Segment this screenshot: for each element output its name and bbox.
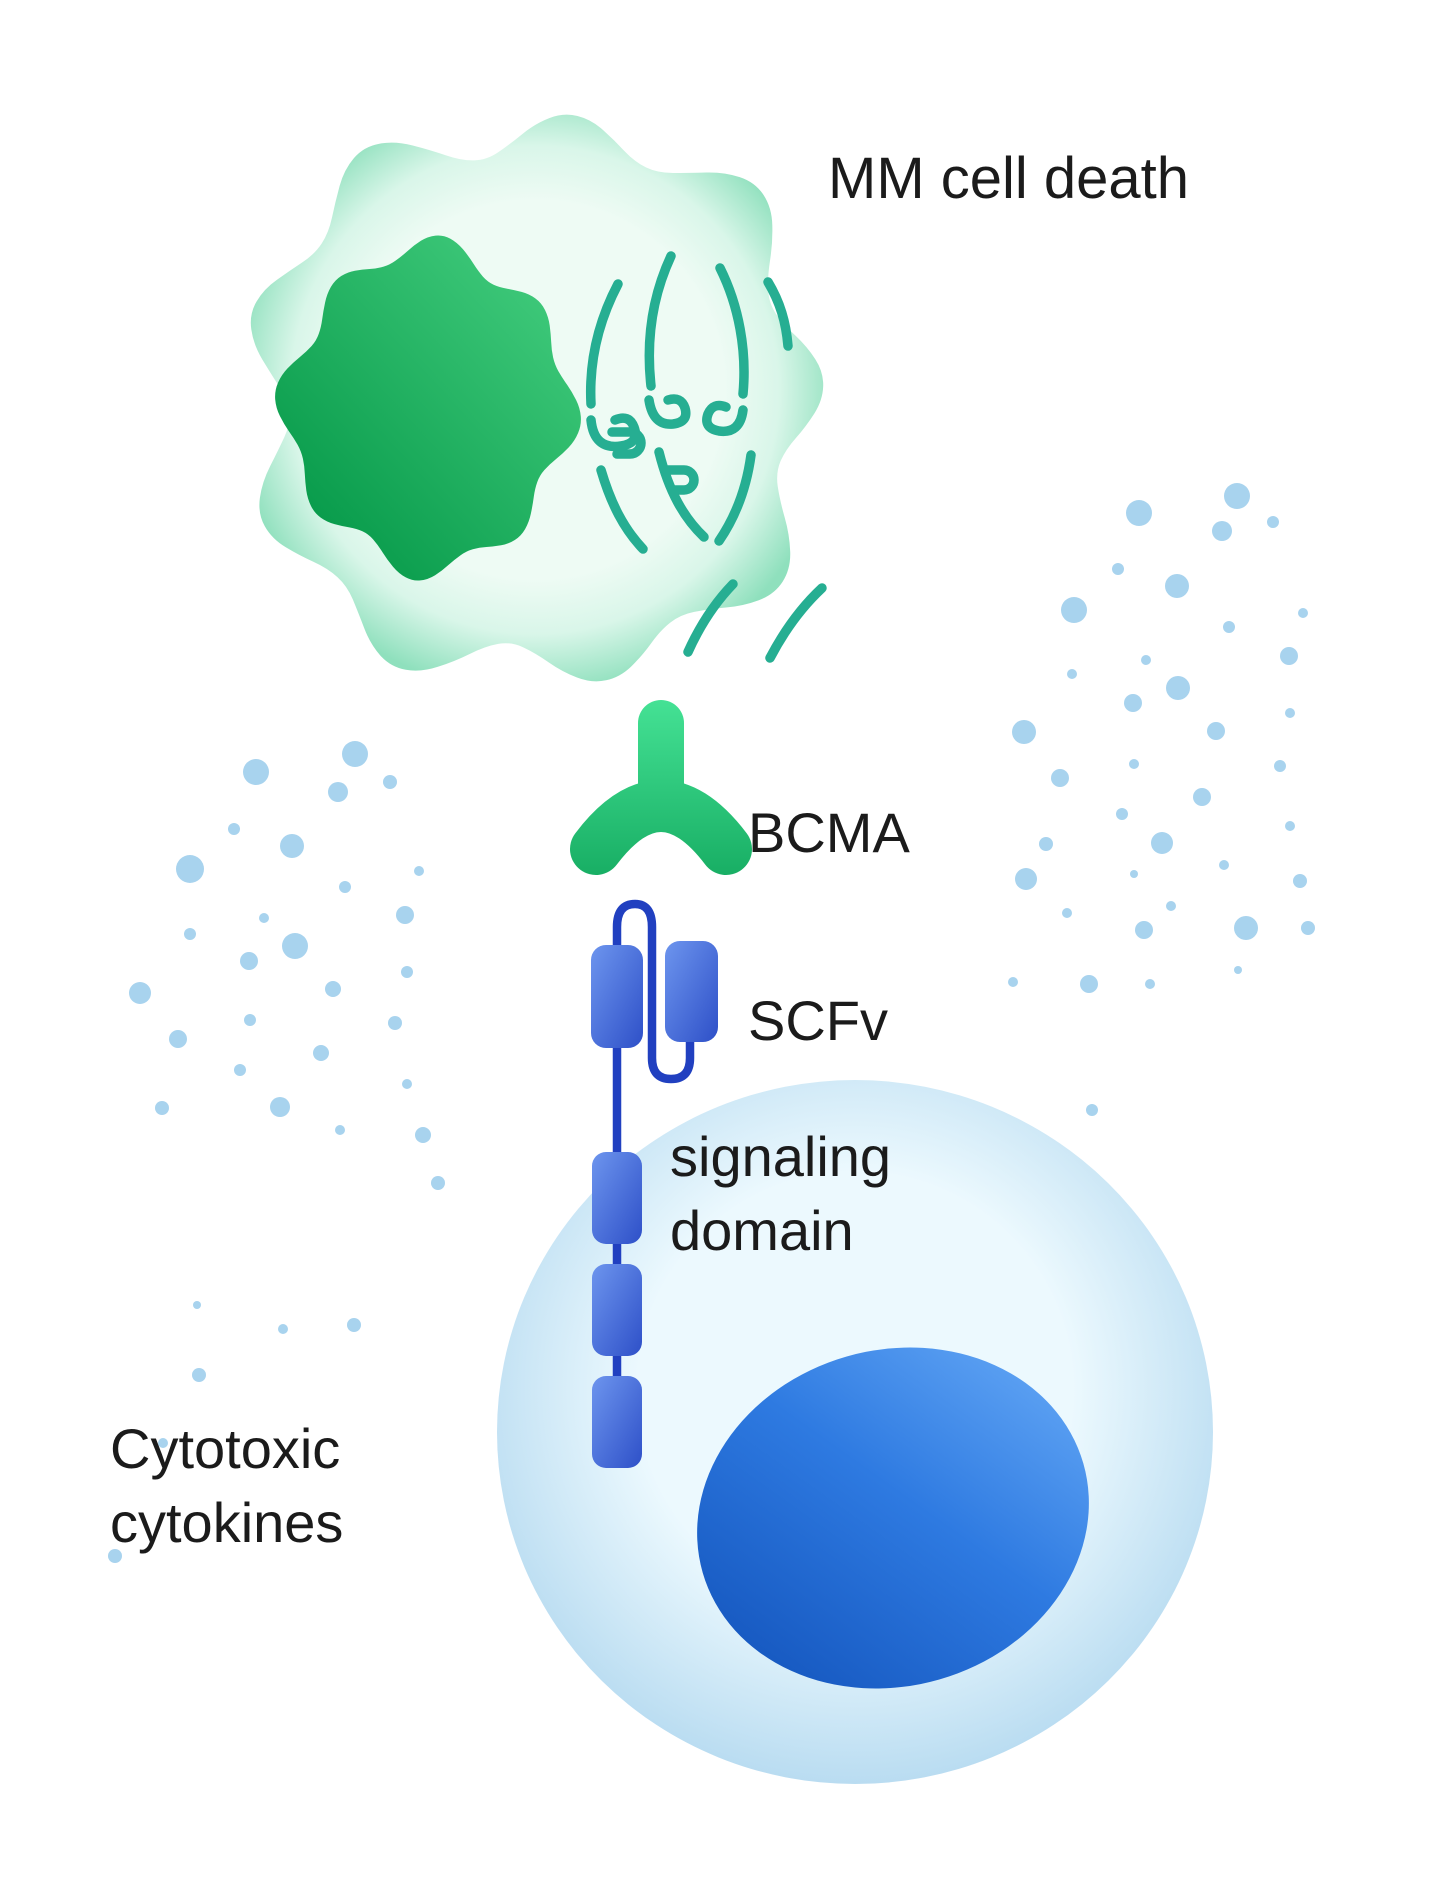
cytokine-dot bbox=[1126, 500, 1152, 526]
scfv-domain-left bbox=[591, 945, 643, 1048]
cytokine-dot bbox=[1293, 874, 1307, 888]
cytokine-dot bbox=[234, 1064, 246, 1076]
cytokine-dot bbox=[1141, 655, 1151, 665]
cytokine-dot bbox=[240, 952, 258, 970]
cytokine-dot bbox=[1224, 483, 1250, 509]
cytokine-dot bbox=[1015, 868, 1037, 890]
cytokine-dot bbox=[335, 1125, 345, 1135]
cytokine-dot bbox=[1301, 921, 1315, 935]
cytokine-dot bbox=[280, 834, 304, 858]
scfv-linker-loop bbox=[612, 899, 695, 1084]
cytokine-dot bbox=[1219, 860, 1229, 870]
cytokine-dot bbox=[193, 1301, 201, 1309]
cytokine-dot bbox=[155, 1101, 169, 1115]
cytokine-dot bbox=[158, 1438, 168, 1448]
label-signaling-line1: signaling bbox=[670, 1125, 892, 1188]
cytokine-dot bbox=[1267, 516, 1279, 528]
mm-cell bbox=[250, 114, 827, 875]
cytokine-dot bbox=[1012, 720, 1036, 744]
cytokine-dot bbox=[1008, 977, 1018, 987]
signaling-domain-segment-2 bbox=[592, 1264, 642, 1356]
cytokine-dot bbox=[1285, 821, 1295, 831]
cytokine-dot bbox=[282, 933, 308, 959]
cytokine-dot bbox=[1285, 708, 1295, 718]
cytokine-dot bbox=[1193, 788, 1211, 806]
label-scfv: SCFv bbox=[748, 989, 888, 1052]
t-cell-nucleus bbox=[697, 1347, 1089, 1689]
cytokine-dot bbox=[1274, 760, 1286, 772]
cytokine-dot bbox=[1124, 694, 1142, 712]
cytokine-dot bbox=[278, 1324, 288, 1334]
cytokine-dot bbox=[1086, 1104, 1098, 1116]
cytokine-dots-right bbox=[1008, 483, 1315, 1116]
cytokine-dot bbox=[1080, 975, 1098, 993]
cytokine-dot bbox=[243, 759, 269, 785]
cytokine-dot bbox=[342, 741, 368, 767]
cytokine-dot bbox=[1166, 901, 1176, 911]
cytokine-dot bbox=[1223, 621, 1235, 633]
bcma-receptor bbox=[570, 700, 752, 875]
cytokine-dot bbox=[1151, 832, 1173, 854]
cytokine-dot bbox=[1129, 759, 1139, 769]
cytokine-dot bbox=[396, 906, 414, 924]
cytokine-dot bbox=[1112, 563, 1124, 575]
cytokine-dot bbox=[1130, 870, 1138, 878]
mm-cell-nucleus bbox=[275, 235, 581, 581]
cytokine-dot bbox=[1207, 722, 1225, 740]
cytokine-dot bbox=[313, 1045, 329, 1061]
cytokine-dot bbox=[1116, 808, 1128, 820]
signaling-domain-segment-3 bbox=[592, 1376, 642, 1468]
cytokine-dot bbox=[192, 1368, 206, 1382]
label-signaling-line2: domain bbox=[670, 1199, 854, 1262]
cytokine-dot bbox=[414, 866, 424, 876]
cytokine-dot bbox=[1145, 979, 1155, 989]
cytokine-dot bbox=[1135, 921, 1153, 939]
label-signaling-domain: signaling domain bbox=[670, 1120, 891, 1268]
cytokine-dot bbox=[401, 966, 413, 978]
cytokine-dot bbox=[1061, 597, 1087, 623]
cytokine-dot bbox=[129, 982, 151, 1004]
cytokine-dots-left bbox=[108, 741, 445, 1563]
car-t-cell bbox=[497, 1080, 1213, 1784]
cytokine-dot bbox=[383, 775, 397, 789]
label-cytotoxic-line1: Cytotoxic bbox=[110, 1417, 341, 1480]
cytokine-dot bbox=[339, 881, 351, 893]
cytokine-dot bbox=[270, 1097, 290, 1117]
cytokine-dot bbox=[402, 1079, 412, 1089]
cytokine-dot bbox=[1051, 769, 1069, 787]
cytokine-dot bbox=[1212, 521, 1232, 541]
cytokine-dot bbox=[1234, 916, 1258, 940]
cytokine-dot bbox=[431, 1176, 445, 1190]
cytokine-dot bbox=[184, 928, 196, 940]
cytokine-dot bbox=[244, 1014, 256, 1026]
car-construct bbox=[591, 899, 718, 1468]
cytokine-dot bbox=[1280, 647, 1298, 665]
cytokine-dot bbox=[328, 782, 348, 802]
cytokine-dot bbox=[1039, 837, 1053, 851]
scfv-domain-right bbox=[665, 941, 718, 1042]
cytokine-dot bbox=[176, 855, 204, 883]
cytokine-dot bbox=[1165, 574, 1189, 598]
cytokine-dot bbox=[1067, 669, 1077, 679]
cytokine-dot bbox=[1166, 676, 1190, 700]
cytokine-dot bbox=[347, 1318, 361, 1332]
cytokine-dot bbox=[1298, 608, 1308, 618]
cytokine-dot bbox=[169, 1030, 187, 1048]
cytokine-dot bbox=[388, 1016, 402, 1030]
label-mm-cell-death: MM cell death bbox=[828, 146, 1190, 211]
cytokine-dot bbox=[108, 1549, 122, 1563]
cytokine-dot bbox=[415, 1127, 431, 1143]
bcma-binding-arch bbox=[570, 780, 752, 875]
cytokine-dot bbox=[1234, 966, 1242, 974]
label-bcma: BCMA bbox=[748, 801, 910, 864]
label-cytotoxic-cytokines: Cytotoxic cytokines bbox=[110, 1412, 343, 1560]
fragmented-organelle-lines bbox=[585, 251, 827, 663]
label-cytotoxic-line2: cytokines bbox=[110, 1491, 344, 1554]
cytokine-dot bbox=[325, 981, 341, 997]
signaling-domain-segment-1 bbox=[592, 1152, 642, 1244]
cytokine-dot bbox=[228, 823, 240, 835]
cytokine-dot bbox=[259, 913, 269, 923]
cytokine-dot bbox=[1062, 908, 1072, 918]
